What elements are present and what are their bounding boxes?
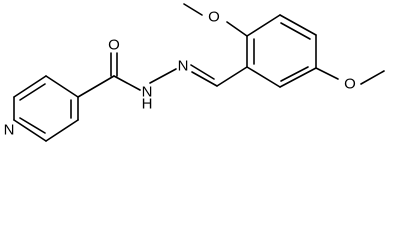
imine-nitrogen-label: N <box>178 58 189 75</box>
carbonyl-oxygen-label: O <box>108 37 120 54</box>
benzene-ring <box>246 14 317 88</box>
hydrazone-linkage <box>149 64 248 87</box>
pyridine-ring <box>13 75 79 142</box>
methoxy-oxygen-right-label: O <box>344 76 356 93</box>
amide-group <box>77 52 141 98</box>
methoxy-top <box>183 3 248 37</box>
pyridine-nitrogen-label: N <box>4 122 15 139</box>
methoxy-right <box>315 67 385 85</box>
molecule-diagram: N O N H N O O <box>4 3 385 142</box>
methoxy-oxygen-top-label: O <box>208 9 220 26</box>
amide-nitrogen-label: N <box>142 84 153 101</box>
amide-hydrogen-label: H <box>142 96 153 113</box>
